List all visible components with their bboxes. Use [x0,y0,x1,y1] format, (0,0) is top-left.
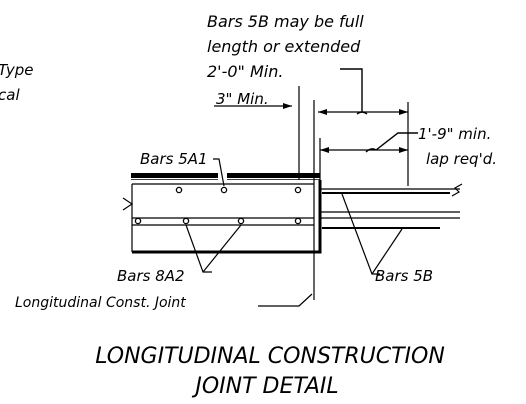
left-break-mark [122,197,134,211]
dim-2ft-arrow-right [399,109,408,115]
bars-5b-note-line2: length or extended [207,37,361,56]
left-partial-text-2: cal [0,86,20,104]
three-inch-min-label: 3" Min. [216,90,269,108]
bars-8a2-label: Bars 8A2 [117,267,185,285]
lap-leader-tick [365,148,377,153]
three-inch-arrow [283,103,292,109]
title-line2: JOINT DETAIL [191,374,338,399]
bars-5b-note-line1: Bars 5B may be full [207,12,364,31]
joint-form-edge [132,180,322,254]
rebar-circles [134,186,302,225]
bars-5b-note-line3: 2'-0" Min. [207,62,283,81]
lap-label-line2: lap req'd. [426,150,497,168]
lap-leader [375,132,418,151]
dim-lap-arrow-left [320,147,329,153]
bars-5b-leader-1 [341,193,380,275]
lap-label-line1: 1'-9" min. [418,125,491,143]
bars-5b-label: Bars 5B [375,267,433,285]
bars-8a2-leader-2 [202,224,242,273]
dim-2ft-arrow-left [318,109,327,115]
long-joint-leader [258,293,313,307]
top-bar-bundle-right [227,173,320,180]
long-joint-label: Longitudinal Const. Joint [15,295,186,311]
bars-5b-leader-2 [371,228,403,275]
bars-5a1-label: Bars 5A1 [140,150,208,168]
dim-lap-arrow-right [399,147,408,153]
right-break-mark [451,183,463,197]
bars-5a1-leader [213,158,225,187]
left-partial-text-1: Type [0,61,34,79]
title-line1: LONGITUDINAL CONSTRUCTION [95,344,445,369]
note-leader [340,68,363,112]
top-bar-bundle-left [131,173,218,180]
